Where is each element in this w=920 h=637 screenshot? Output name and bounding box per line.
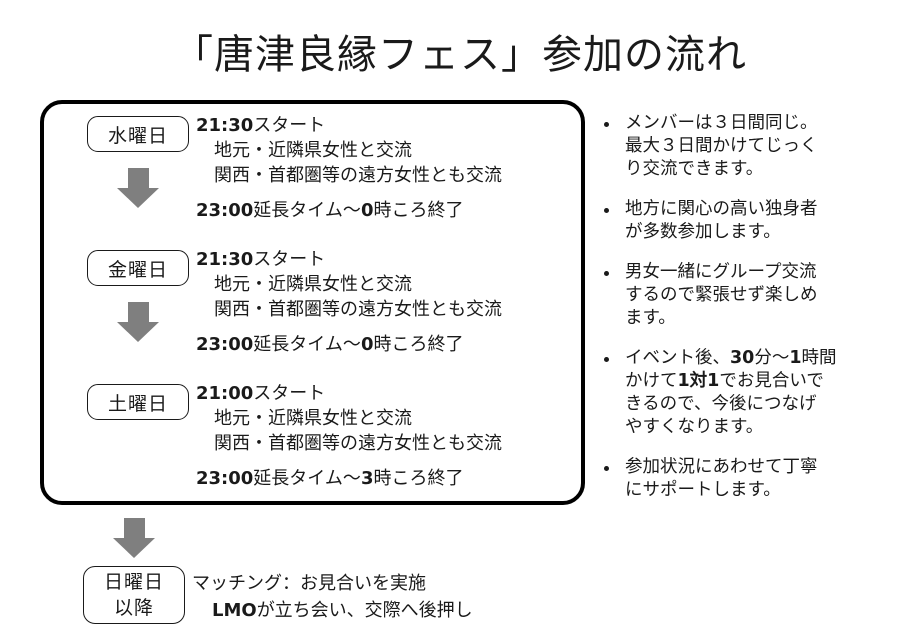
arrow-shaft bbox=[128, 302, 149, 323]
bullet-line: イベント後、30分～1時間 bbox=[625, 347, 910, 370]
bullet-text: 地方に関心の高い独身者 が多数参加します。 bbox=[625, 198, 910, 244]
day-chip-saturday: 土曜日 bbox=[87, 384, 189, 420]
start-label: スタート bbox=[253, 115, 326, 136]
day-sub-line-2: 関西・首都圏等の遠方女性とも交流 bbox=[214, 299, 502, 320]
end-label-a: 延長タイム～ bbox=[253, 468, 361, 489]
end-hour: 0 bbox=[360, 334, 374, 355]
day-start-line: 21:00スタート bbox=[196, 381, 581, 406]
sunday-line-2: LMOが立ち会い、交際へ後押し bbox=[192, 597, 592, 624]
bullet-dot-icon bbox=[604, 122, 609, 127]
arrow-head bbox=[117, 322, 159, 342]
bullet-text: 男女一緒にグループ交流 するので緊張せず楽しめ ます。 bbox=[625, 261, 910, 330]
bullet-seg-bold: 30 bbox=[730, 348, 755, 368]
day-sub-line-1: 地元・近隣県女性と交流 bbox=[214, 140, 412, 161]
bullet-seg: 時間 bbox=[801, 348, 837, 368]
start-label: スタート bbox=[253, 249, 326, 270]
day-chip-label-line1: 日曜日 bbox=[103, 571, 164, 593]
bullet-line: かけて1対1でお見合いで bbox=[625, 370, 910, 393]
sunday-details: マッチング：お見合いを実施 LMOが立ち会い、交際へ後押し bbox=[192, 570, 592, 624]
bullet-dot-icon bbox=[604, 357, 609, 362]
bullet-seg-bold: 1 bbox=[789, 348, 802, 368]
end-label-a: 延長タイム～ bbox=[253, 200, 361, 221]
bullet-line: やすくなります。 bbox=[625, 417, 764, 437]
down-arrow-icon bbox=[117, 302, 160, 342]
sunday-line-2-rest: が立ち会い、交際へ後押し bbox=[256, 600, 473, 621]
end-label-b: 時ころ終了 bbox=[373, 200, 464, 221]
day-chip-sunday-onward: 日曜日 以降 bbox=[83, 566, 185, 624]
list-item: イベント後、30分～1時間 かけて1対1でお見合いで きるので、今後につなげ や… bbox=[600, 347, 910, 439]
day-details-3: 21:00スタート 地元・近隣県女性と交流 関西・首都圏等の遠方女性とも交流 2… bbox=[196, 381, 581, 491]
sunday-line-1: マッチング：お見合いを実施 bbox=[192, 573, 426, 594]
down-arrow-icon-bottom bbox=[113, 518, 156, 558]
bullet-seg: 分～ bbox=[754, 348, 790, 368]
day-details-2: 21:30スタート 地元・近隣県女性と交流 関西・首都圏等の遠方女性とも交流 2… bbox=[196, 247, 581, 357]
day-chip-label: 金曜日 bbox=[107, 258, 168, 281]
bullet-line: 地方に関心の高い独身者 bbox=[625, 199, 818, 219]
bullet-line: するので緊張せず楽しめ bbox=[625, 285, 818, 305]
bullet-line: 男女一緒にグループ交流 bbox=[625, 262, 817, 282]
arrow-shaft bbox=[124, 518, 145, 539]
start-time: 21:30 bbox=[196, 115, 254, 136]
sunday-line-2-bold: LMO bbox=[212, 600, 257, 621]
bullet-line: きるので、今後につなげ bbox=[625, 394, 817, 414]
end-hour: 3 bbox=[360, 468, 374, 489]
end-hour: 0 bbox=[360, 200, 374, 221]
day-chip-friday: 金曜日 bbox=[87, 250, 189, 286]
start-time: 21:30 bbox=[196, 249, 254, 270]
day-sub-line-1: 地元・近隣県女性と交流 bbox=[214, 274, 412, 295]
bullet-text: 参加状況にあわせて丁寧 にサポートします。 bbox=[625, 456, 910, 502]
page-title: 「唐津良縁フェス」参加の流れ bbox=[173, 32, 747, 78]
list-item: 参加状況にあわせて丁寧 にサポートします。 bbox=[600, 456, 910, 502]
day-chip-label-line2: 以降 bbox=[113, 597, 154, 619]
list-item: メンバーは３日間同じ。 最大３日間かけてじっく り交流できます。 bbox=[600, 112, 910, 181]
arrow-head bbox=[113, 538, 155, 558]
day-start-line: 21:30スタート bbox=[196, 247, 581, 272]
bullet-dot-icon bbox=[604, 208, 609, 213]
list-item: 男女一緒にグループ交流 するので緊張せず楽しめ ます。 bbox=[600, 261, 910, 330]
end-label-b: 時ころ終了 bbox=[373, 468, 464, 489]
bullet-seg-bold: 1対1 bbox=[677, 371, 720, 391]
bullet-line: ます。 bbox=[625, 308, 676, 328]
day-chip-wednesday: 水曜日 bbox=[87, 116, 189, 152]
day-details-1: 21:30スタート 地元・近隣県女性と交流 関西・首都圏等の遠方女性とも交流 2… bbox=[196, 113, 581, 223]
list-item: 地方に関心の高い独身者 が多数参加します。 bbox=[600, 198, 910, 244]
bullet-line: り交流できます。 bbox=[625, 159, 764, 179]
bullet-seg: でお見合いで bbox=[719, 371, 824, 391]
start-time: 21:00 bbox=[196, 383, 254, 404]
end-label-b: 時ころ終了 bbox=[373, 334, 464, 355]
end-time: 23:00 bbox=[196, 468, 254, 489]
bullet-dot-icon bbox=[604, 271, 609, 276]
bullet-line: メンバーは３日間同じ。 bbox=[625, 113, 818, 133]
bullet-line: 参加状況にあわせて丁寧 bbox=[625, 457, 818, 477]
bullet-seg: かけて bbox=[625, 371, 678, 391]
day-end-line: 23:00延長タイム～0時ころ終了 bbox=[196, 332, 581, 357]
day-start-line: 21:30スタート bbox=[196, 113, 581, 138]
notes-list: メンバーは３日間同じ。 最大３日間かけてじっく り交流できます。 地方に関心の高… bbox=[600, 112, 910, 502]
start-label: スタート bbox=[253, 383, 326, 404]
bullet-text: メンバーは３日間同じ。 最大３日間かけてじっく り交流できます。 bbox=[625, 112, 910, 181]
bullet-line: が多数参加します。 bbox=[625, 222, 781, 242]
flow-diagram-container: 水曜日 21:30スタート 地元・近隣県女性と交流 関西・首都圏等の遠方女性とも… bbox=[40, 100, 585, 505]
day-sub-line-1: 地元・近隣県女性と交流 bbox=[214, 408, 412, 429]
day-end-line: 23:00延長タイム～3時ころ終了 bbox=[196, 466, 581, 491]
day-sub-line-2: 関西・首都圏等の遠方女性とも交流 bbox=[214, 433, 502, 454]
bullet-dot-icon bbox=[604, 466, 609, 471]
day-end-line: 23:00延長タイム～0時ころ終了 bbox=[196, 198, 581, 223]
down-arrow-icon bbox=[117, 168, 160, 208]
day-sub-line-2: 関西・首都圏等の遠方女性とも交流 bbox=[214, 165, 502, 186]
bullet-line: にサポートします。 bbox=[625, 480, 781, 500]
end-time: 23:00 bbox=[196, 200, 254, 221]
end-label-a: 延長タイム～ bbox=[253, 334, 361, 355]
bullet-line: 最大３日間かけてじっく bbox=[625, 136, 818, 156]
arrow-shaft bbox=[128, 168, 149, 189]
day-chip-label: 水曜日 bbox=[107, 124, 168, 147]
bullet-text: イベント後、30分～1時間 かけて1対1でお見合いで きるので、今後につなげ や… bbox=[625, 347, 910, 439]
day-chip-label: 土曜日 bbox=[107, 392, 168, 415]
end-time: 23:00 bbox=[196, 334, 254, 355]
bullet-seg: イベント後、 bbox=[625, 348, 730, 368]
arrow-head bbox=[117, 188, 159, 208]
